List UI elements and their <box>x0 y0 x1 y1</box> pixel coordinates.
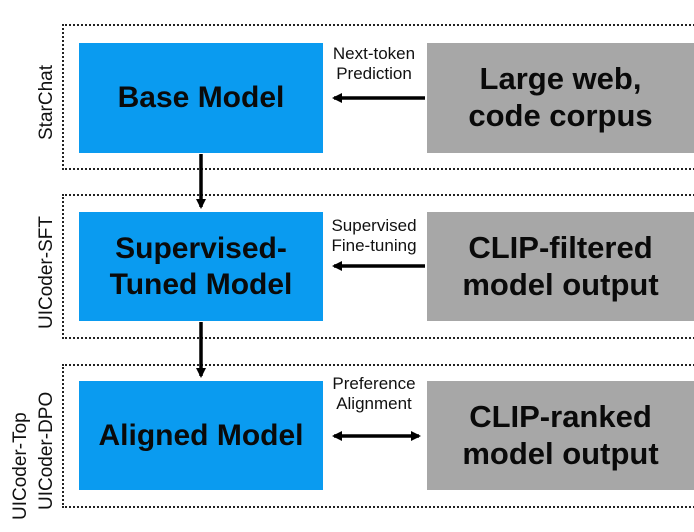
edge-label-line: Supervised <box>331 216 417 235</box>
base-model-box: Base Model <box>79 43 323 153</box>
data-box-line: CLIP-ranked <box>469 398 652 434</box>
data-box-line: code corpus <box>468 98 653 133</box>
stage-frame-starchat <box>62 24 694 170</box>
clip-ranked-output-box: CLIP-ranked model output <box>427 381 694 490</box>
data-box-line: model output <box>462 435 659 471</box>
model-box-line: Tuned Model <box>109 267 293 301</box>
model-box-line: Supervised- <box>115 232 287 266</box>
edge-label-line: Fine-tuning <box>331 236 417 256</box>
model-box-line: Aligned Model <box>98 418 304 452</box>
web-code-corpus-box: Large web, code corpus <box>427 43 694 153</box>
next-token-prediction-label: Next-token Prediction <box>323 44 425 85</box>
edge-label-line: Next-token <box>332 44 416 63</box>
base-model-label: Base Model <box>117 81 285 115</box>
edge-label-line: Prediction <box>336 64 412 84</box>
edge-label-line: Preference <box>332 374 416 393</box>
supervised-fine-tuning-label: Supervised Fine-tuning <box>323 216 425 257</box>
stage-frame-uicoder-sft <box>62 194 694 339</box>
data-box-line: CLIP-filtered <box>468 229 653 265</box>
clip-filtered-output-box: CLIP-filtered model output <box>427 212 694 321</box>
data-box-line: model output <box>462 266 659 302</box>
supervised-tuned-model-box: Supervised- Tuned Model <box>79 212 323 321</box>
aligned-model-box: Aligned Model <box>79 381 323 490</box>
stage-frame-uicoder-dpo <box>62 364 694 508</box>
edge-label-line: Alignment <box>336 394 412 414</box>
preference-alignment-label: Preference Alignment <box>323 374 425 415</box>
data-box-line: Large web, <box>479 61 642 97</box>
